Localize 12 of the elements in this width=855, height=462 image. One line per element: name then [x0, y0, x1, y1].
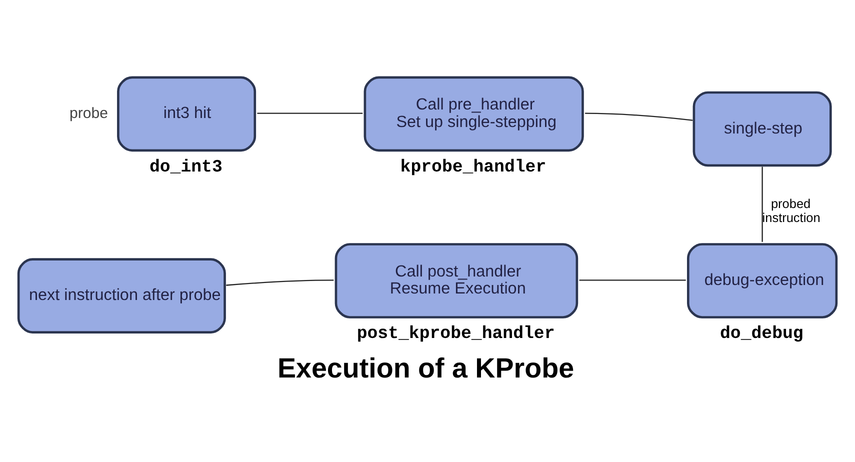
- connector: [585, 112, 693, 120]
- connector: [226, 279, 334, 286]
- node-label: post_kprobe_handler: [356, 324, 555, 344]
- diagram-title: Execution of a KProbe: [277, 352, 574, 384]
- node-label: do_int3: [149, 158, 222, 177]
- connector: [762, 166, 763, 242]
- node-label: do_debug: [720, 324, 804, 344]
- connector: [257, 112, 363, 114]
- node-label: kprobe_handler: [400, 158, 546, 177]
- connector: [579, 279, 686, 280]
- edge-label: probed instruction: [762, 196, 820, 224]
- node-label: probe: [70, 104, 108, 122]
